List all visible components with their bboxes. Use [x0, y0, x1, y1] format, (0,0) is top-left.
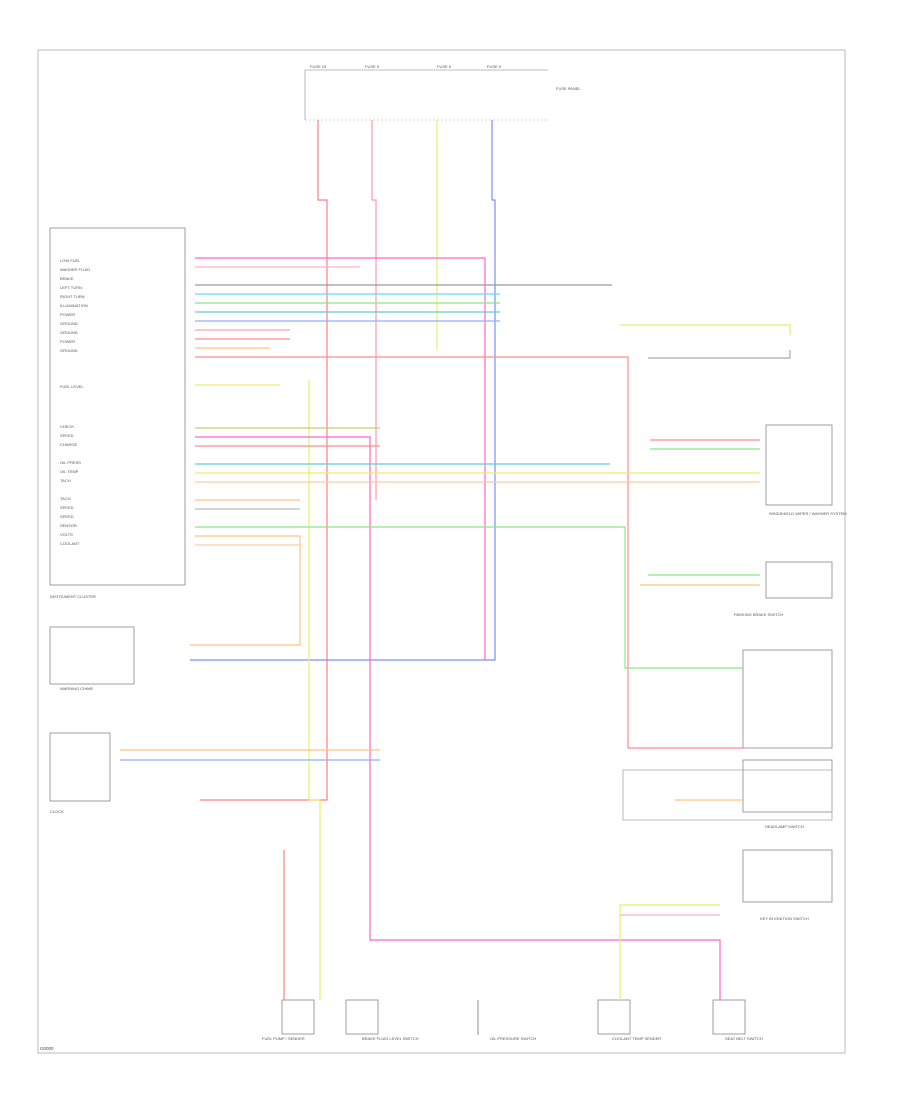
headlamp-switch-label: HEADLAMP SWITCH: [765, 824, 804, 829]
warning-chime-label: WARNING CHIME: [60, 686, 94, 691]
cluster-pin-label: CHECK: [60, 424, 74, 429]
cluster-pin-label: TACH: [60, 478, 71, 483]
bottom-sensors: FUEL PUMP / SENDER BRAKE FLUID LEVEL SWI…: [262, 999, 763, 1041]
wire-pink-fuse: [371, 120, 377, 500]
wire-magenta-top: [195, 257, 486, 660]
right-components: WINDSHIELD WIPER / WASHER SYSTEM PARKING…: [622, 424, 847, 921]
fuse-label-2: FUSE 5: [365, 64, 380, 69]
wire-gray-2: [648, 350, 791, 359]
wire-green-2: [195, 526, 743, 669]
cluster-pin-label: TACH: [60, 496, 71, 501]
footer-code: G0000: [40, 1046, 54, 1051]
wire-orange-3: [190, 535, 301, 646]
cluster-pin-label: GROUND: [60, 348, 78, 353]
clock-label: CLOCK: [50, 809, 64, 814]
fuel-pump-label: FUEL PUMP / SENDER: [262, 1036, 305, 1041]
cluster-pin-labels: LOW FUEL WASHER FLUID BRAKE LEFT TURN RIGHT …: [60, 258, 90, 546]
cluster-pin-label: SENSOR: [60, 523, 77, 528]
fuse-panel: FUSE 15 FUSE 5 FUSE 6 FUSE 9 FUSE PANEL: [304, 64, 581, 121]
cluster-pin-label: SPEED: [60, 505, 74, 510]
wires: [120, 120, 791, 1000]
cluster-pin-label: SPEED: [60, 514, 74, 519]
oil-pressure-label: OIL PRESSURE SWITCH: [490, 1036, 536, 1041]
cluster-pin-label: OIL PRESS: [60, 460, 81, 465]
brake-fluid-label: BRAKE FLUID LEVEL SWITCH: [362, 1036, 419, 1041]
cluster-pin-label: COOLANT: [60, 541, 80, 546]
fuse-label-1: FUSE 15: [310, 64, 327, 69]
wire-yellow-3: [620, 324, 791, 335]
cluster-pin-label: SPEED: [60, 433, 74, 438]
warning-chime: WARNING CHIME: [49, 626, 135, 691]
cluster-pin-label: VOLTS: [60, 532, 73, 537]
instrument-cluster: INSTRUMENT CLUSTER LOW FUEL WASHER FLUID B…: [49, 227, 186, 599]
coolant-temp-label: COOLANT TEMP SENDER: [612, 1036, 661, 1041]
key-in-ignition-label: KEY IN IGNITION SWITCH: [760, 916, 809, 921]
fuse-label-4: FUSE 9: [487, 64, 502, 69]
diagram-frame: [37, 49, 846, 1054]
instrument-cluster-label: INSTRUMENT CLUSTER: [50, 594, 96, 599]
fuse-panel-label: FUSE PANEL: [556, 86, 581, 91]
wire-red-fuse: [200, 120, 328, 801]
cluster-pin-label: LOW FUEL: [60, 258, 81, 263]
cluster-pin-label: BRAKE: [60, 276, 74, 281]
seat-belt-label: SEAT BELT SWITCH: [725, 1036, 763, 1041]
wire-yellow-5: [619, 904, 720, 1000]
wire-salmon-1: [195, 356, 743, 749]
wire-magenta-2: [195, 436, 721, 1000]
wire-yellow-long: [308, 380, 321, 1000]
parking-brake-label: PARKING BRAKE SWITCH: [734, 612, 783, 617]
cluster-pin-label: OIL TEMP: [60, 469, 79, 474]
cluster-pin-label: GROUND: [60, 321, 78, 326]
wire-blue-fuse: [190, 120, 496, 661]
windshield-wiper-label: WINDSHIELD WIPER / WASHER SYSTEM: [769, 511, 847, 516]
fuse-label-3: FUSE 6: [437, 64, 452, 69]
cluster-pin-label: ILLUMINATION: [60, 303, 88, 308]
clock: CLOCK: [49, 732, 111, 814]
cluster-pin-label: GROUND: [60, 330, 78, 335]
cluster-pin-label: POWER: [60, 312, 75, 317]
cluster-pin-label: RIGHT TURN: [60, 294, 85, 299]
cluster-pin-label: LEFT TURN: [60, 285, 82, 290]
cluster-pin-label: WASHER FLUID: [60, 267, 90, 272]
cluster-pin-label: FUEL LEVEL: [60, 384, 84, 389]
cluster-pin-label: POWER: [60, 339, 75, 344]
cluster-pin-label: CHARGE: [60, 442, 77, 447]
